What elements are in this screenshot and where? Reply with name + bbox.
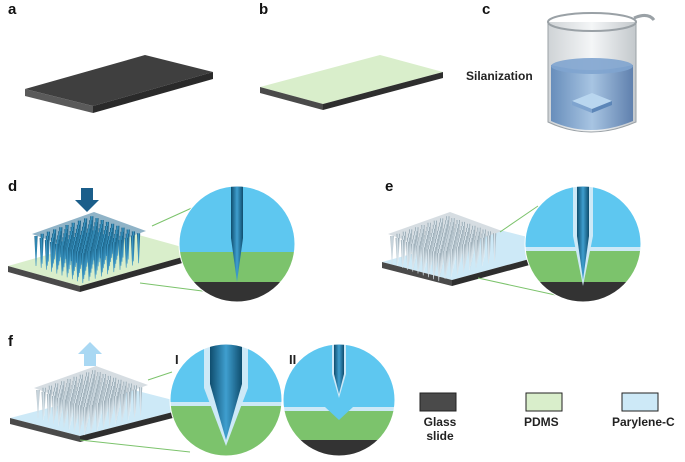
legend-swatch-glass <box>419 392 457 412</box>
zoom-lines-f <box>79 371 191 453</box>
microneedle <box>41 391 45 420</box>
microneedle <box>106 244 110 275</box>
microneedle <box>60 245 64 276</box>
microneedle <box>76 251 80 282</box>
microneedle <box>83 407 87 436</box>
zoom-label-ii: II <box>289 352 297 367</box>
beaker-silanization <box>547 12 656 133</box>
microneedle <box>493 233 497 262</box>
microneedle <box>118 239 122 270</box>
microneedle <box>67 401 71 430</box>
microneedle <box>55 243 59 274</box>
pdms-slide-b <box>260 55 443 110</box>
microneedle <box>474 239 478 268</box>
microneedle <box>416 245 420 274</box>
microneedle <box>130 235 134 266</box>
panel-label-c: c <box>482 1 491 18</box>
legend-label-parylene: Parylene-C <box>612 415 675 429</box>
microneedle <box>50 241 54 272</box>
microneedle <box>78 405 82 434</box>
panel-label-e: e <box>385 178 394 195</box>
microneedle <box>406 241 410 270</box>
microneedle <box>44 239 48 270</box>
panel-label-b: b <box>259 1 269 18</box>
glass-slide-a <box>25 55 213 113</box>
silanization-label: Silanization <box>466 69 533 83</box>
arrow-up-icon <box>78 342 102 366</box>
zoom-circle-e <box>525 186 641 302</box>
microneedle <box>46 393 50 422</box>
microneedle <box>87 250 91 281</box>
legend-label-glass: Glass slide <box>418 415 462 444</box>
microneedle <box>89 404 93 433</box>
microneedle <box>139 387 143 416</box>
microneedle <box>126 391 130 420</box>
panel-label-a: a <box>8 1 17 18</box>
microneedle <box>95 402 99 431</box>
legend-label-pdms: PDMS <box>524 415 559 429</box>
microneedle <box>93 248 97 279</box>
microneedle <box>411 243 415 272</box>
needle-array-f <box>34 366 148 436</box>
needle-array-d <box>32 212 146 284</box>
microneedle <box>480 237 484 266</box>
panel-label-d: d <box>8 178 18 195</box>
microneedle <box>101 400 105 429</box>
microneedle <box>462 244 466 273</box>
microneedle <box>400 239 404 268</box>
legend-glass-line2: slide <box>426 428 454 443</box>
microneedle <box>437 253 441 282</box>
microneedle <box>81 253 85 284</box>
microneedle <box>390 236 394 264</box>
microneedle <box>114 396 118 425</box>
microneedle <box>432 251 436 280</box>
microneedle <box>112 242 116 273</box>
legend-swatch-parylene <box>621 392 659 412</box>
microneedle <box>137 233 141 264</box>
microneedle <box>52 395 56 424</box>
microneedle <box>36 390 40 418</box>
microneedle <box>443 250 447 279</box>
microneedle <box>486 235 490 264</box>
microneedle <box>99 246 103 277</box>
legend-swatch-pdms <box>525 392 563 412</box>
microneedle <box>70 249 74 280</box>
zoom-circle-f1 <box>170 344 282 456</box>
microneedle <box>132 389 136 418</box>
zoom-circle-d <box>179 186 295 302</box>
microneedle <box>120 393 124 422</box>
microneedle <box>124 237 128 268</box>
microneedle <box>395 237 399 266</box>
microneedle <box>39 237 43 268</box>
microneedle <box>62 399 66 428</box>
microneedle <box>57 397 61 426</box>
legend-glass-line1: Glass <box>423 415 457 429</box>
needle-array-e <box>388 212 502 282</box>
microneedle <box>65 247 69 278</box>
microneedle <box>72 403 76 432</box>
microneedle <box>449 248 453 277</box>
zoom-label-i: I <box>175 352 179 367</box>
arrow-down-icon <box>75 188 99 212</box>
microneedle <box>34 236 38 266</box>
microneedle <box>421 247 425 276</box>
zoom-lines-e <box>477 205 561 297</box>
mini-needle-array <box>572 93 612 113</box>
microneedle <box>468 242 472 271</box>
microneedle <box>455 246 459 275</box>
zoom-circle-f2 <box>283 344 395 456</box>
microneedle <box>426 249 430 278</box>
panel-label-f: f <box>8 333 13 350</box>
microneedle <box>108 398 112 427</box>
